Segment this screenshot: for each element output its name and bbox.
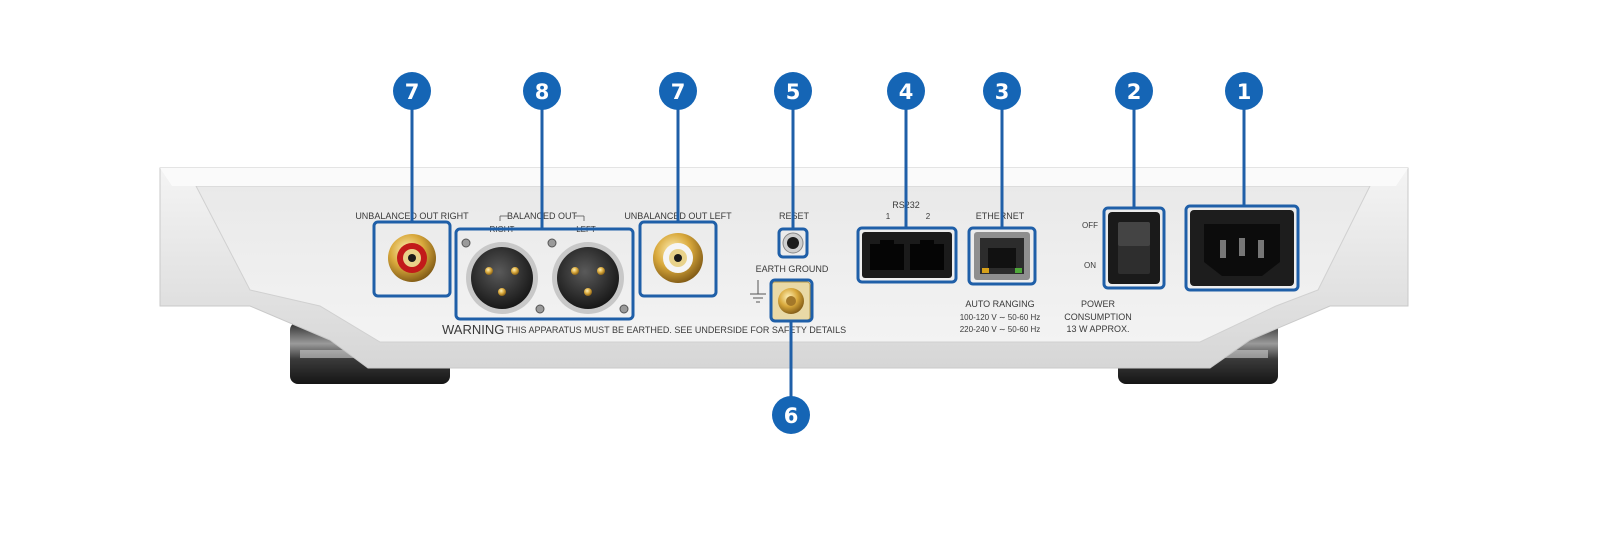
callout-badge-unbalanced-right: 7	[393, 72, 431, 110]
callout-number: 5	[786, 80, 801, 104]
callout-badge-rs232: 4	[887, 72, 925, 110]
callout-badge-earth-ground: 6	[772, 396, 810, 434]
earth-ground-terminal[interactable]	[771, 281, 811, 321]
label-rs232-port-2: 2	[926, 212, 931, 221]
callout-leaders	[410, 106, 1246, 398]
label-earth-ground: EARTH GROUND	[756, 264, 829, 274]
outline-power-inlet	[1184, 204, 1300, 292]
callout-badges: 7 8 7 5 4 3 2 1	[393, 72, 1263, 434]
label-auto-ranging: AUTO RANGING	[965, 299, 1034, 309]
outline-balanced-out	[454, 227, 635, 321]
rca-right-connector[interactable]	[388, 234, 436, 282]
reset-button[interactable]	[782, 232, 804, 254]
label-ethernet: ETHERNET	[976, 211, 1025, 221]
callout-number: 8	[535, 80, 550, 104]
callout-number: 3	[995, 80, 1010, 104]
callout-badge-unbalanced-left: 7	[659, 72, 697, 110]
earth-ground-symbol-icon	[750, 280, 766, 303]
callout-number: 6	[784, 404, 799, 428]
label-switch-off: OFF	[1082, 221, 1098, 230]
xlr-right-connector[interactable]	[466, 242, 538, 314]
ethernet-port[interactable]	[974, 232, 1030, 280]
callout-badge-power-inlet: 1	[1225, 72, 1263, 110]
label-power-1: POWER	[1081, 299, 1116, 309]
label-switch-on: ON	[1084, 261, 1096, 270]
label-rs232-port-1: 1	[886, 212, 891, 221]
rs232-ports[interactable]	[862, 232, 952, 278]
callout-badge-reset: 5	[774, 72, 812, 110]
xlr-left-connector[interactable]	[552, 242, 624, 314]
callout-badge-ethernet: 3	[983, 72, 1021, 110]
callout-number: 7	[405, 80, 420, 104]
label-power-2: CONSUMPTION	[1064, 312, 1132, 322]
rca-left-connector[interactable]	[653, 233, 703, 283]
callout-number: 1	[1237, 80, 1252, 104]
power-inlet[interactable]	[1190, 210, 1294, 286]
callout-number: 2	[1127, 80, 1142, 104]
label-warning-text: THIS APPARATUS MUST BE EARTHED. SEE UNDE…	[506, 325, 846, 335]
label-voltage-line-2: 220-240 V ∼ 50-60 Hz	[960, 325, 1041, 334]
power-switch[interactable]	[1108, 212, 1160, 284]
callout-badge-balanced-out: 8	[523, 72, 561, 110]
label-warning-title: WARNING	[442, 322, 504, 337]
label-power-3: 13 W APPROX.	[1066, 324, 1129, 334]
callout-number: 4	[899, 80, 914, 104]
xlr-screws	[461, 238, 629, 314]
callout-badge-power-switch: 2	[1115, 72, 1153, 110]
label-voltage-line-1: 100-120 V ∼ 50-60 Hz	[960, 313, 1041, 322]
callout-number: 7	[671, 80, 686, 104]
